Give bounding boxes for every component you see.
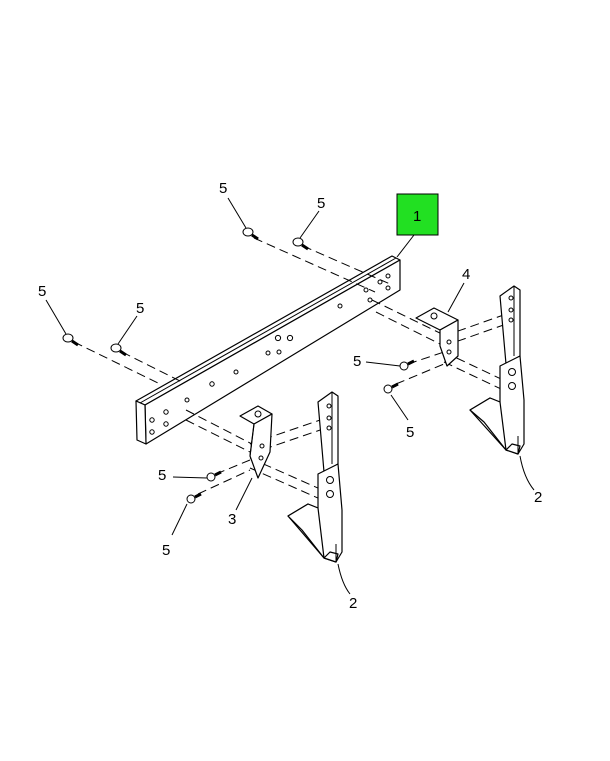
bolt-left-bracket-lower: [186, 492, 202, 504]
callout-3[interactable]: 3: [228, 511, 236, 528]
callout-5-left-b[interactable]: 5: [136, 300, 144, 317]
callout-5-left-bracket-upper[interactable]: 5: [158, 467, 166, 484]
callout-5-top-b[interactable]: 5: [317, 195, 325, 212]
callout-labels: 1 5 5 5 5 4 5 5 2 5 3 5 2: [38, 180, 542, 612]
callout-5-left-bracket-lower[interactable]: 5: [162, 542, 170, 559]
angle-bracket-left: [239, 405, 273, 479]
callout-1-highlight[interactable]: [396, 193, 439, 236]
bolt-top-a: [242, 227, 259, 241]
callout-1[interactable]: 1: [413, 208, 421, 225]
crossmember-bar: [135, 255, 401, 445]
bolt-top-b: [292, 237, 309, 251]
bolt-right-lower: [383, 382, 399, 394]
callout-2-left[interactable]: 2: [349, 595, 357, 612]
support-arm-left: [287, 391, 343, 563]
bolt-left-a: [62, 333, 79, 347]
leader-lines: [45, 197, 535, 595]
bolt-left-bracket-upper: [206, 470, 222, 482]
callout-5-right-lower[interactable]: 5: [406, 424, 414, 441]
callout-5-top-a[interactable]: 5: [219, 180, 227, 197]
bolt-left-b: [110, 343, 127, 357]
callout-5-left-a[interactable]: 5: [38, 283, 46, 300]
assembly-lines: [73, 237, 521, 507]
callout-5-right-upper[interactable]: 5: [353, 353, 361, 370]
callout-2-right[interactable]: 2: [534, 489, 542, 506]
support-arm-right: [469, 285, 525, 455]
bolts: [62, 227, 415, 504]
angle-bracket-right: [415, 307, 459, 367]
callout-4[interactable]: 4: [462, 266, 470, 283]
bolt-right-upper: [399, 359, 415, 371]
